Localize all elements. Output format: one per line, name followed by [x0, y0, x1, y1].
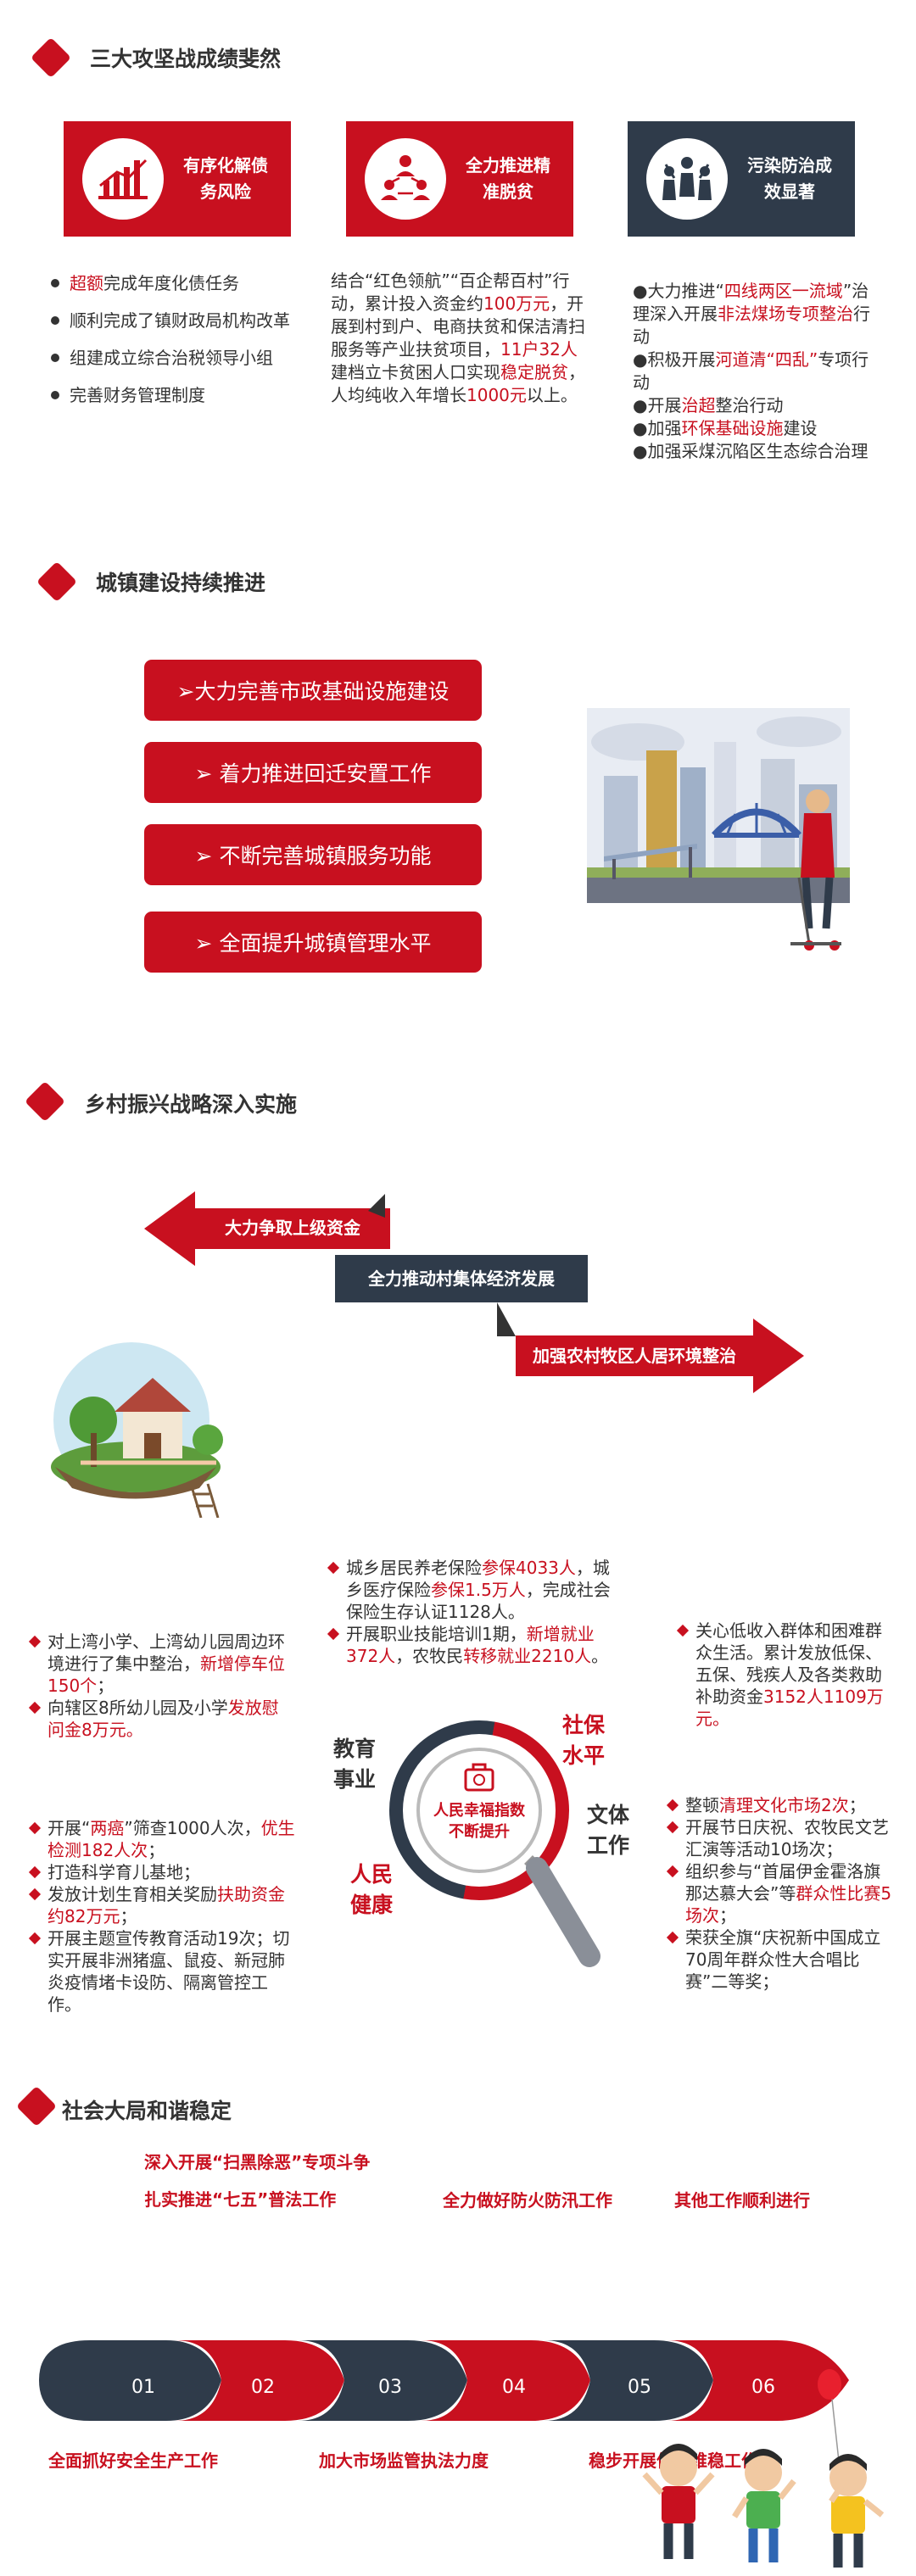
card-label: 污染防治成效显著 [747, 155, 832, 202]
debt-item: 超额完成年度化债任务 [51, 273, 239, 293]
timeline-bottom-label: 全面抓好安全生产工作 [48, 2451, 218, 2471]
core-label: 人民幸福指数 不断提升 [433, 1802, 525, 1841]
arrow-right-shape [516, 1319, 804, 1393]
arrow-label: 全力推动村集体经济发展 [368, 1268, 555, 1289]
card-label: 全力推进精准脱贫 [466, 155, 550, 202]
section-title-1: 三大攻坚战成绩斐然 [90, 47, 282, 71]
magnifier-graphic [386, 1717, 606, 1997]
card-poverty: 全力推进精准脱贫 [346, 121, 573, 237]
section-marker-icon [30, 36, 72, 79]
team-icon [646, 138, 728, 220]
debt-item: 组建成立综合治税领导小组 [51, 348, 273, 368]
timeline-bottom-label: 加大市场监管执法力度 [319, 2451, 489, 2471]
step-number: 05 [628, 2377, 651, 2398]
debt-item: 顺利完成了镇财政局机构改革 [51, 310, 290, 331]
card-debt-risk: 有序化解债务风险 [64, 121, 291, 237]
step-number: 03 [378, 2377, 402, 2398]
timeline-top-label: 深入开展“扫黑除恶”专项斗争 [144, 2152, 371, 2172]
arrow-label: 大力争取上级资金 [225, 1218, 360, 1238]
people-network-icon [365, 138, 446, 220]
edu-label: 教育 事业 [333, 1737, 377, 1792]
section-marker-icon [24, 1080, 66, 1123]
town-item: ➢大力完善市政基础设施建设 [144, 660, 482, 721]
center-bar [335, 1255, 588, 1302]
health-label: 人民 健康 [350, 1862, 394, 1917]
section-title-2: 城镇建设持续推进 [96, 571, 266, 595]
culture-text: 整顿清理文化市场2次； 开展节日庆祝、农牧民文艺汇演等活动10场次； 组织参与“… [667, 1794, 894, 1993]
pollution-text: ●大力推进“四线两区一流域”治理深入开展非法煤场专项整治行动 ●积极开展河道清“… [633, 281, 870, 461]
social-label: 社保 水平 [562, 1713, 606, 1768]
section-marker-icon [15, 2085, 58, 2127]
town-item: ➢ 着力推进回迁安置工作 [144, 742, 482, 803]
step-number: 04 [502, 2377, 526, 2398]
section-marker-icon [36, 560, 78, 603]
timeline-top-label: 全力做好防火防汛工作 [443, 2190, 612, 2211]
poverty-text: 结合“红色领航”“百企帮百村”行动，累计投入资金约100万元，开展到村到户、电商… [331, 270, 585, 405]
debt-item: 完善财务管理制度 [51, 385, 205, 405]
timeline-top-label: 其他工作顺利进行 [674, 2190, 810, 2211]
timeline-top-label: 扎实推进“七五”普法工作 [144, 2189, 337, 2210]
fold-shape [497, 1302, 516, 1336]
arrow-label: 加强农村牧区人居环境整治 [533, 1346, 736, 1366]
chart-icon [82, 138, 164, 220]
farm-illustration [47, 1340, 254, 1519]
culture-label: 文体 工作 [587, 1803, 630, 1858]
card-pollution: 污染防治成效显著 [628, 121, 855, 237]
section-title-4: 社会大局和谐稳定 [62, 2099, 232, 2123]
card-label: 有序化解债务风险 [183, 155, 268, 202]
social-security-text: 城乡居民养老保险参保4033人，城乡医疗保险参保1.5万人，完成社会保险生存认证… [327, 1557, 612, 1667]
health-text: 开展“两癌”筛查1000人次，优生检测182人次； 打造科学育儿基地； 发放计划… [29, 1817, 300, 2016]
town-item: ➢ 不断完善城镇服务功能 [144, 824, 482, 885]
kids-illustration [619, 2366, 908, 2573]
section-title-3: 乡村振兴战略深入实施 [85, 1092, 298, 1117]
education-text: 对上湾小学、上湾幼儿园周边环境进行了集中整治，新增停车位150个； 向辖区8所幼… [29, 1631, 292, 1741]
assistance-text: 关心低收入群体和困难群众生活。累计发放低保、五保、残疾人及各类救助补助资金315… [677, 1620, 894, 1730]
city-illustration [587, 708, 850, 954]
step-number: 06 [751, 2377, 775, 2398]
town-item: ➢ 全面提升城镇管理水平 [144, 912, 482, 973]
fold-shape [368, 1194, 385, 1218]
step-number: 01 [131, 2377, 155, 2398]
timeline-chevrons [39, 2340, 853, 2421]
step-number: 02 [251, 2377, 275, 2398]
